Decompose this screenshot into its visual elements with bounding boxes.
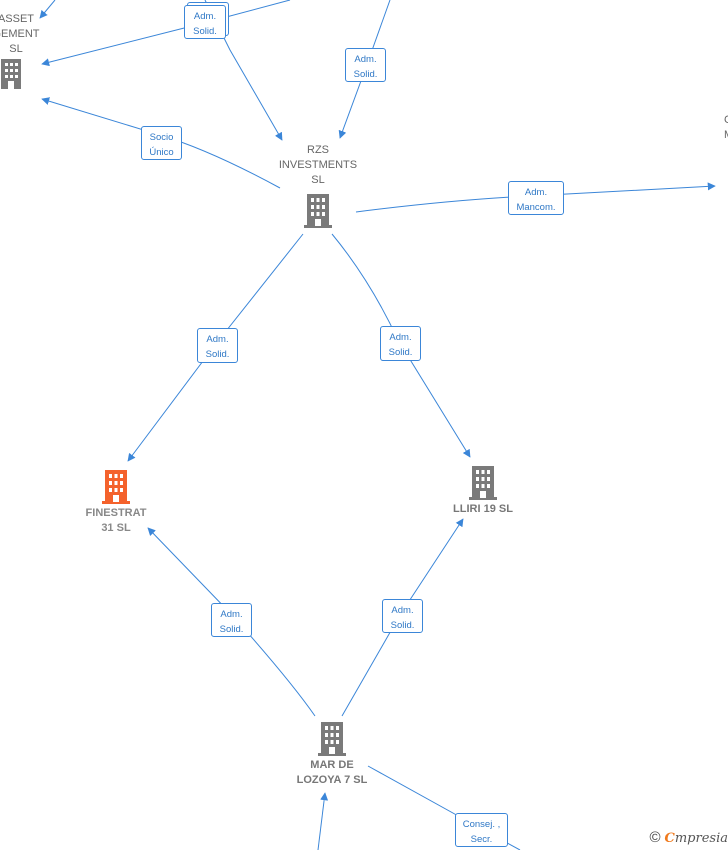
node-asset-management[interactable]: ASSET GEMENT SL [0, 12, 46, 91]
edge-bottom-to-lozoya [317, 792, 329, 850]
building-icon [102, 470, 130, 504]
edge-label-rzs-finestrat[interactable]: Adm. Solid. [197, 328, 238, 363]
edge-label-adm-mancom[interactable]: Adm. Mancom. [508, 181, 564, 215]
building-icon [318, 722, 346, 756]
copyright-icon: © [649, 829, 661, 846]
edge-label-upper-adm-solid[interactable]: Adm. Solid. [345, 48, 386, 82]
building-icon [1, 59, 21, 89]
node-asset-label: ASSET GEMENT SL [0, 13, 40, 55]
edge-top-to-asset [39, 0, 56, 19]
empresia-watermark: ©Cmpresia [649, 829, 728, 846]
edge-label-lozoya-lliri[interactable]: Adm. Solid. [382, 599, 423, 633]
edge-label-lozoya-finestrat[interactable]: Adm. Solid. [211, 603, 252, 637]
node-right-label: C MA [724, 114, 728, 141]
node-lliri[interactable]: LLIRI 19 SL [436, 464, 530, 517]
node-mar-de-lozoya[interactable]: MAR DE LOZOYA 7 SL [284, 720, 380, 788]
edge-label-top-adm-solid[interactable]: Adm. Solid. [184, 5, 226, 39]
node-rzs-label: RZS INVESTMENTS SL [278, 144, 358, 186]
edge-label-consej-secr[interactable]: Consej. , Secr. [455, 813, 508, 847]
node-right-partial[interactable]: C MA [712, 113, 728, 143]
node-lozoya-label: MAR DE LOZOYA 7 SL [296, 759, 368, 786]
node-finestrat[interactable]: FINESTRAT 31 SL [66, 468, 166, 536]
brand-e: C [664, 831, 675, 846]
building-icon [304, 194, 332, 228]
edge-label-socio-unico[interactable]: Socio Único [141, 126, 182, 160]
node-rzs-investments[interactable]: RZS INVESTMENTS SL [270, 143, 366, 230]
edge-topsolid-to-asset [41, 0, 291, 67]
brand-name: mpresia [674, 831, 728, 846]
edge-label-rzs-lliri[interactable]: Adm. Solid. [380, 326, 421, 361]
building-icon [469, 466, 497, 500]
node-finestrat-label: FINESTRAT 31 SL [85, 507, 147, 534]
node-lliri-label: LLIRI 19 SL [453, 503, 513, 515]
